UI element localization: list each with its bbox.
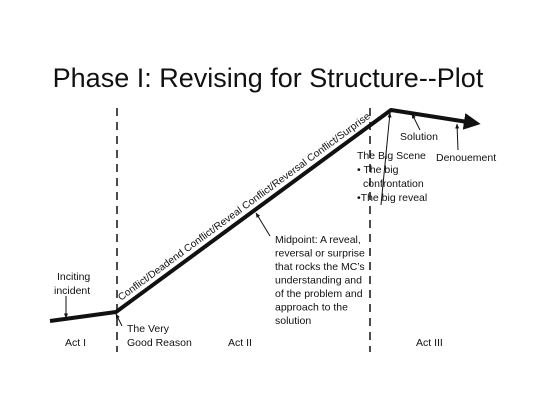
act-2-label: Act II (228, 337, 252, 349)
plot-line-arrow (49, 108, 481, 323)
midpoint-label: Midpoint: A reveal, reversal or surprise… (275, 234, 368, 327)
denouement-label: Denouement (436, 152, 496, 164)
big-scene-label: The Big Scene • The big confrontation •T… (357, 150, 429, 204)
very-good-reason-label: The Very Good Reason (127, 323, 192, 349)
big-scene-pointer (380, 112, 392, 206)
solution-pointer (411, 113, 421, 131)
solution-label: Solution (400, 131, 438, 143)
midpoint-pointer (255, 212, 271, 237)
inciting-incident-label: Inciting incident (54, 271, 93, 297)
act-3-label: Act III (416, 337, 443, 349)
act-1-label: Act I (65, 337, 86, 349)
very-good-reason-pointer (115, 313, 123, 327)
denouement-pointer (455, 123, 460, 151)
slide-title: Phase I: Revising for Structure--Plot (53, 63, 484, 93)
